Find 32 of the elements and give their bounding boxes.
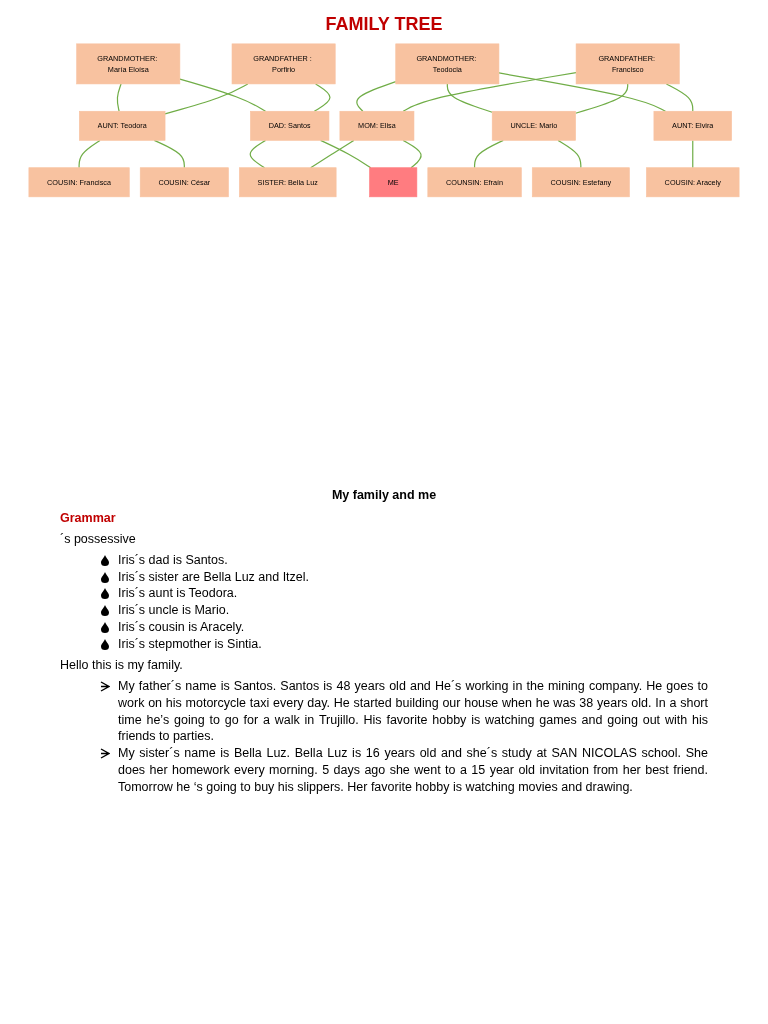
connector bbox=[78, 139, 101, 169]
title: FAMILY TREE bbox=[324, 14, 444, 35]
connector bbox=[402, 72, 577, 112]
bullet-text: Iris´s uncle is Mario. bbox=[118, 602, 230, 620]
text-line: Hello this is my family. bbox=[60, 656, 184, 674]
paragraph: My sister´s name is Bella Luz. Bella Luz is 16 years old and she´s study at SAN NICOLAS school. She does her homework every morning. 5 days ago she went to a 15 year old invitation from her best friend. Tomorrow he ‘s going to buy his slippers. Her favorite hobby is watching movies and drawing. bbox=[118, 745, 708, 796]
connector bbox=[179, 78, 267, 112]
paragraph: My father´s name is Santos. Santos is 48 years old and He´s working in the mining company. He goes to work on his motorcycle taxi every day. He started building our house when he was 38 years old. In a short time he’s going to go for a walk in Trujillo. His favorite hobby is watching games and going out with his friends to parties. bbox=[118, 677, 708, 746]
bullet-text: Iris´s cousin is Aracely. bbox=[118, 619, 245, 636]
connector bbox=[310, 139, 355, 169]
bullet-text: Iris´s sister are Bella Luz and Itzel. bbox=[118, 568, 310, 586]
connector bbox=[313, 83, 331, 112]
connector bbox=[446, 83, 493, 113]
connector bbox=[356, 81, 397, 112]
connector bbox=[153, 139, 185, 169]
connector bbox=[665, 83, 694, 112]
connector bbox=[498, 72, 667, 112]
bullet-text: Iris´s dad is Santos. bbox=[118, 551, 228, 569]
connector bbox=[557, 139, 582, 169]
connector bbox=[574, 83, 629, 114]
bullet-text: Iris´s stepmother is Sintia. bbox=[118, 636, 262, 653]
connector bbox=[402, 139, 422, 169]
connector bbox=[473, 139, 504, 169]
connector bbox=[692, 139, 694, 169]
connector bbox=[116, 83, 122, 112]
heading: My family and me bbox=[330, 487, 438, 504]
section-heading: Grammar bbox=[60, 509, 117, 527]
connector bbox=[164, 83, 249, 115]
connector bbox=[320, 139, 372, 169]
connector bbox=[249, 139, 267, 169]
bullet-text: Iris´s aunt is Teodora. bbox=[118, 585, 238, 603]
text-line: ´s possessive bbox=[60, 530, 137, 548]
